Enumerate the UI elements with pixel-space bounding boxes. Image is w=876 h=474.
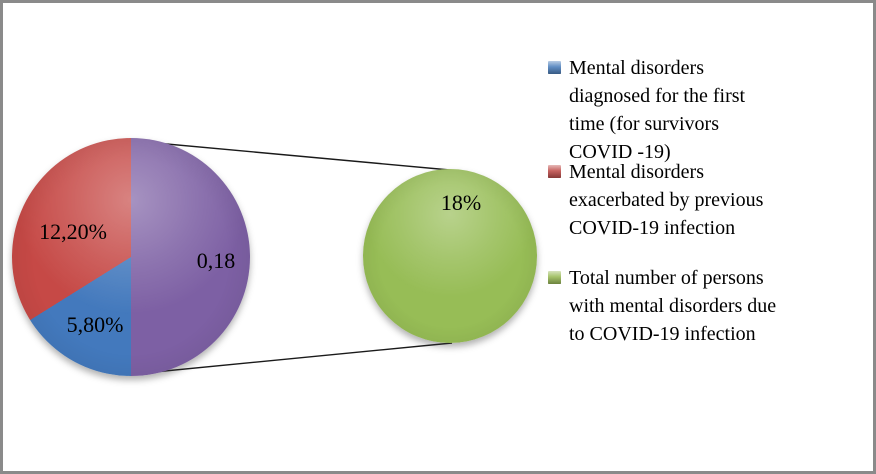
- legend-item-total: Total number of persons with mental diso…: [548, 264, 868, 348]
- main-pie: [12, 138, 250, 376]
- legend-marker: [548, 271, 561, 284]
- data-label-secondary-pie: 18%: [440, 190, 482, 215]
- legend-label: Mental disorders diagnosed for the first…: [569, 57, 746, 163]
- legend-marker: [548, 165, 561, 178]
- main-pie-base: [12, 138, 250, 376]
- data-label-exacerbated-slice: 12,20%: [39, 219, 107, 244]
- legend-label: Total number of persons with mental diso…: [569, 267, 777, 345]
- legend-item-exacerbated: Mental disorders exacerbated by previous…: [548, 158, 868, 242]
- series-connector-lines: [133, 140, 453, 375]
- legend-marker: [548, 61, 561, 74]
- secondary-pie: [363, 169, 537, 343]
- legend-item-first-time: Mental disorders diagnosed for the first…: [548, 54, 868, 166]
- connector-line-top: [133, 140, 451, 171]
- data-label-total-slice: 0,18: [196, 248, 236, 273]
- main-pie-gloss: [12, 138, 250, 376]
- secondary-pie-gloss: [363, 169, 537, 343]
- data-label-first-time-slice: 5,80%: [66, 312, 124, 337]
- legend-label: Mental disorders exacerbated by previous…: [569, 161, 764, 239]
- connector-line-bottom: [133, 342, 453, 375]
- legend: Mental disorders diagnosed for the first…: [548, 3, 868, 471]
- secondary-pie-base: [363, 169, 537, 343]
